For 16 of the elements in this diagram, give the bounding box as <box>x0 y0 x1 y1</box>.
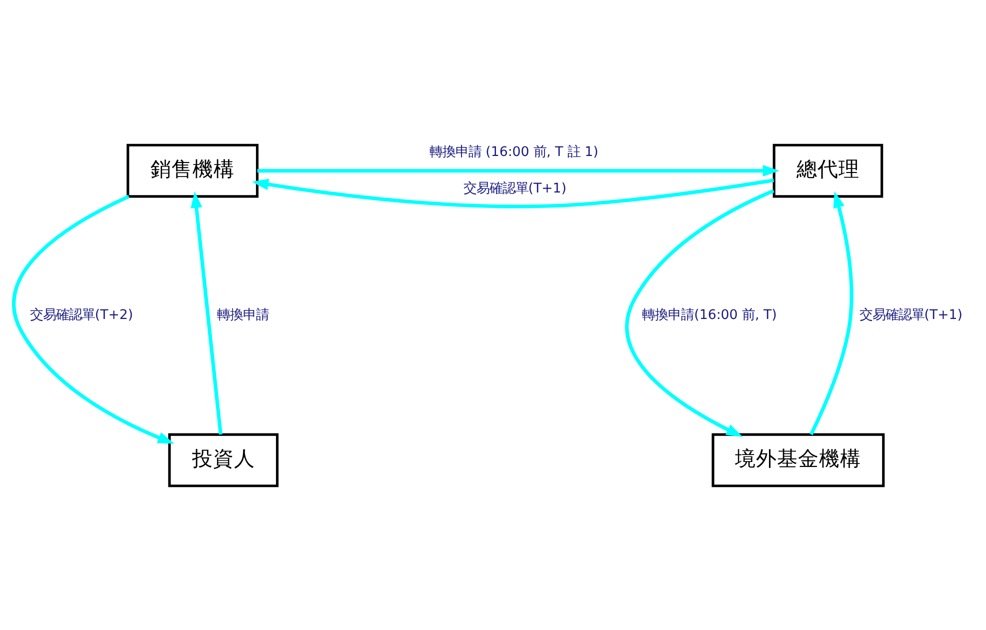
arrow <box>625 188 774 436</box>
edge-label: 轉換申請 (16:00 前, T 註 1) <box>429 144 598 160</box>
arrow <box>190 190 222 434</box>
arrow <box>252 178 774 208</box>
edge-label: 交易確認單(T+2) <box>30 307 134 322</box>
arrow <box>257 164 780 176</box>
node-box: 投資人 <box>168 432 279 487</box>
arrow <box>12 194 174 444</box>
edge-label: 交易確認單(T+1) <box>463 181 567 196</box>
edge-label: 轉換申請 <box>217 307 270 322</box>
node-box: 境外基金機構 <box>712 432 885 487</box>
edge-label: 交易確認單(T+1) <box>859 307 962 322</box>
arrow <box>809 190 854 435</box>
edge-label: 轉換申請(16:00 前, T) <box>642 307 777 322</box>
node-box: 總代理 <box>772 143 884 198</box>
node-box: 銷售機構 <box>126 143 259 198</box>
